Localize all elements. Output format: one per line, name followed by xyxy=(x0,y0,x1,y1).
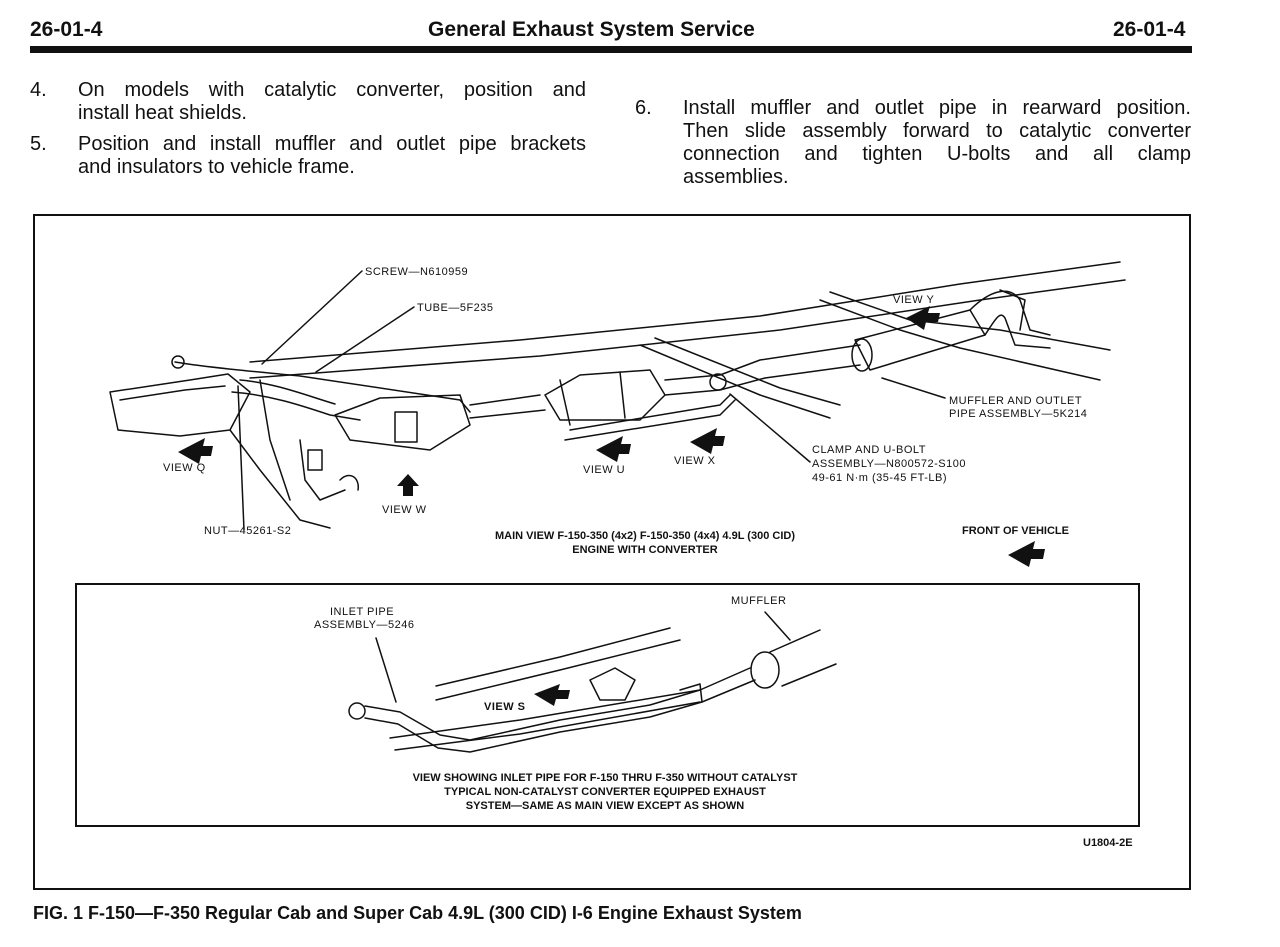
inset-muffler-end xyxy=(750,651,780,689)
label-muffler-inset: MUFFLER xyxy=(731,595,787,607)
label-view-y: VIEW Y xyxy=(893,294,935,306)
frame-rail-lower xyxy=(249,279,1126,379)
step-6-line3: connection and tighten U-bolts and all c… xyxy=(683,143,1191,165)
inset-frame xyxy=(75,583,1140,827)
frame-rail-upper xyxy=(249,261,1121,363)
bracket xyxy=(307,449,323,471)
figure-frame xyxy=(33,214,1191,890)
step-5-line2: and insulators to vehicle frame. xyxy=(78,156,355,178)
step-5-number: 5. xyxy=(30,133,47,155)
label-view-q: VIEW Q xyxy=(163,462,206,474)
arrow-front-of-vehicle xyxy=(1008,541,1045,567)
figure-caption: FIG. 1 F-150—F-350 Regular Cab and Super… xyxy=(33,903,802,923)
step-4-line1: On models with catalytic converter, posi… xyxy=(78,79,586,101)
page-number-left: 26-01-4 xyxy=(30,18,103,41)
label-main-view-line2: ENGINE WITH CONVERTER xyxy=(572,544,718,556)
figure-code: U1804-2E xyxy=(1083,837,1133,849)
step-4-number: 4. xyxy=(30,79,47,101)
tube-fitting xyxy=(171,355,185,369)
label-muffler-line2: PIPE ASSEMBLY—5K214 xyxy=(949,408,1088,420)
label-inlet-line1: INLET PIPE xyxy=(330,606,395,618)
step-5-line1: Position and install muffler and outlet … xyxy=(78,133,586,155)
page-title: General Exhaust System Service xyxy=(428,18,755,41)
arrow-view-x xyxy=(690,428,725,454)
label-main-view-line1: MAIN VIEW F-150-350 (4x2) F-150-350 (4x4… xyxy=(495,530,795,542)
step-6-line4: assemblies. xyxy=(683,166,789,188)
leader-muffler xyxy=(881,377,946,399)
leader-clamp xyxy=(729,393,811,463)
arrow-view-w xyxy=(397,474,419,496)
exhaust-manifold xyxy=(109,373,251,437)
inset-inlet-pipe xyxy=(364,667,751,741)
inlet-pipe xyxy=(231,391,361,421)
step-4-line2: install heat shields. xyxy=(78,102,247,124)
leader-screw xyxy=(261,270,363,365)
arrow-view-q xyxy=(178,438,213,464)
leader-tube xyxy=(315,306,415,373)
inset-frame-rail-upper xyxy=(435,639,681,701)
converter-1 xyxy=(334,394,471,451)
leader-inlet xyxy=(375,637,397,703)
leader-nut xyxy=(237,385,245,531)
label-inlet-line2: ASSEMBLY—5246 xyxy=(314,619,415,631)
label-screw: SCREW—N610959 xyxy=(365,266,469,278)
label-view-u: VIEW U xyxy=(583,464,626,476)
step-6-line2: Then slide assembly forward to catalytic… xyxy=(683,120,1191,142)
air-tube xyxy=(174,361,471,413)
inset-caption-line3: SYSTEM—SAME AS MAIN VIEW EXCEPT AS SHOWN xyxy=(465,800,745,812)
label-view-x: VIEW X xyxy=(674,455,716,467)
clamp-u-bolt xyxy=(709,373,727,391)
label-tube: TUBE—5F235 xyxy=(417,302,494,314)
inset-caption-line1: VIEW SHOWING INLET PIPE FOR F-150 THRU F… xyxy=(412,772,798,784)
label-clamp-line3: 49-61 N·m (35-45 FT-LB) xyxy=(812,472,947,484)
label-muffler-line1: MUFFLER AND OUTLET xyxy=(949,395,1083,407)
arrow-view-y xyxy=(906,306,940,330)
inset-bracket xyxy=(589,667,636,701)
inset-caption-line2: TYPICAL NON-CATALYST CONVERTER EQUIPPED … xyxy=(444,786,766,798)
arrow-view-u xyxy=(596,436,631,462)
heat-shield-1 xyxy=(394,411,418,443)
label-clamp-line2: ASSEMBLY—N800572-S100 xyxy=(812,458,966,470)
label-view-w: VIEW W xyxy=(382,504,427,516)
page-number-right: 26-01-4 xyxy=(1113,18,1186,41)
header-rule xyxy=(30,46,1192,53)
leader-muffler-inset xyxy=(764,611,791,641)
inlet-flange xyxy=(348,702,366,720)
label-clamp-line1: CLAMP AND U-BOLT xyxy=(812,444,926,456)
label-view-s: VIEW S xyxy=(484,701,526,713)
label-front-of-vehicle: FRONT OF VEHICLE xyxy=(962,525,1069,537)
step-6-line1: Install muffler and outlet pipe in rearw… xyxy=(683,97,1191,119)
label-nut: NUT—45261-S2 xyxy=(204,525,292,537)
arrow-view-s xyxy=(534,684,570,706)
step-6-number: 6. xyxy=(635,97,652,119)
